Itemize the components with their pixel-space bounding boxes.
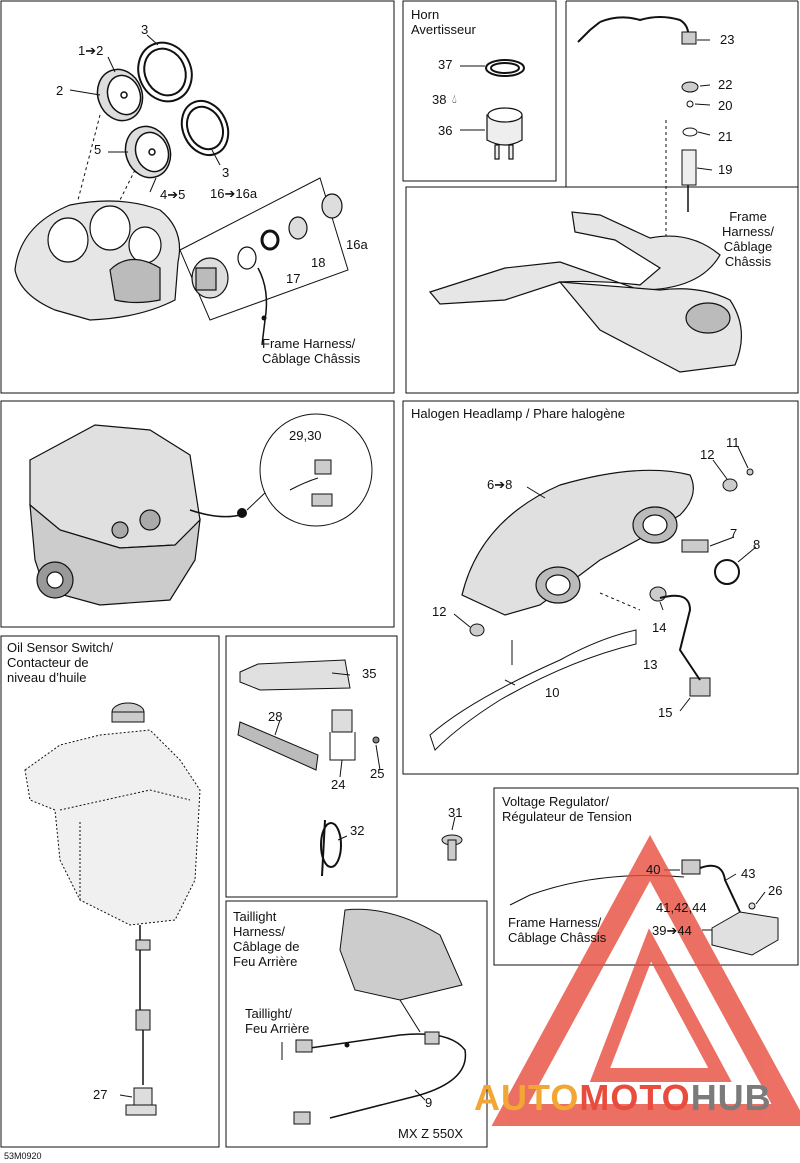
callout-39-44: 39➔44 [652,923,692,938]
horn-connector [681,31,699,186]
watermark-logo [491,835,800,1126]
callout-28: 28 [268,709,283,724]
oil-sensor [125,1087,157,1116]
watermark-text: AUTOMOTOHUB [474,1080,772,1116]
callout-7: 7 [730,526,738,541]
sealing-strip [237,721,319,771]
oil-tank [24,729,201,926]
dash-pod [14,200,181,321]
callout-17: 17 [286,271,301,286]
panel-gauges-border [0,0,395,394]
headlamp-lens-strip [429,629,637,751]
panel-oil-border [0,635,220,1148]
panel-headlamp-border [402,400,799,775]
frame-harness-label-voltage: Frame Harness/ Câblage Châssis [508,915,607,945]
callout-22: 22 [718,77,733,92]
oil-drop-icon: 💧︎ [452,92,457,106]
engine-block [29,424,201,606]
callout-18: 18 [311,255,326,270]
bracket [329,709,356,761]
callout-23: 23 [720,32,735,47]
callout-20: 20 [718,98,733,113]
callout-5: 5 [94,142,102,157]
engine-connector [289,459,333,507]
frame-harness-label-gauges: Frame Harness/ Câblage Châssis [262,336,361,366]
voltage-regulator [681,859,779,956]
hood-frame [428,211,743,373]
headlamp-housing [461,469,694,616]
callout-4-5: 4➔5 [160,187,186,202]
headlamp-title: Halogen Headlamp / Phare halogène [411,406,625,421]
light-socket [191,193,343,299]
taillight-label: Taillight/ Feu Arrière [245,1006,310,1036]
gauge-tach [96,68,144,122]
callout-13: 13 [643,657,658,672]
callout-26: 26 [768,883,783,898]
panel-misc-border [225,635,398,898]
callout-21: 21 [718,129,733,144]
model-label: MX Z 550X [398,1126,464,1141]
taillight-body [339,908,463,1001]
callout-11: 11 [726,435,740,450]
watermark-hub: HUB [690,1077,772,1118]
grease-tube [239,659,351,691]
watermark-moto: MOTO [579,1077,691,1118]
callout-1-2: 1➔2 [78,43,104,58]
callout-36: 36 [438,123,453,138]
callout-15: 15 [658,705,673,720]
gauge-speedo [124,125,172,179]
frame-harness-label-hood: Frame Harness/ Câblage Châssis [722,209,775,269]
callout-37: 37 [438,57,453,72]
callout-27: 27 [93,1087,108,1102]
callout-25: 25 [370,766,385,781]
callout-3-bottom: 3 [222,165,230,180]
horn-nut [485,59,525,77]
callout-38: 38 [432,92,447,107]
callout-9: 9 [425,1095,433,1110]
panel-hood-border [405,186,799,394]
gauge-bezel-ring-top [137,41,193,103]
callout-29-30: 29,30 [289,428,322,443]
callout-41-42-44: 41,42,44 [656,900,707,915]
callout-24: 24 [331,777,346,792]
panel-engine-border [0,400,395,628]
horn-wire-coil [577,16,690,43]
callout-43: 43 [741,866,756,881]
headlamp-parts [469,468,754,697]
panel-taillight-border [225,900,488,1148]
watermark-auto: AUTO [474,1077,580,1118]
callout-32: 32 [350,823,365,838]
gauge-bezel-ring-bottom [180,99,230,157]
footer-code: 53M0920 [4,1151,42,1161]
rivet [441,834,463,861]
callout-14: 14 [652,620,667,635]
callout-40: 40 [646,862,661,877]
voltage-title: Voltage Regulator/ Régulateur de Tension [502,794,632,824]
panel-horn-border [402,0,557,182]
horn-title: Horn Avertisseur [411,7,476,37]
callout-12-top: 12 [700,447,715,462]
horn-body [486,107,523,160]
oil-title: Oil Sensor Switch/ Contacteur de niveau … [7,640,114,685]
callout-31: 31 [448,805,463,820]
callout-8: 8 [753,537,761,552]
callout-16a: 16a [346,237,368,252]
callout-6-8: 6➔8 [487,477,513,492]
callout-3-top: 3 [141,22,149,37]
cable-tie [320,819,342,877]
callout-19: 19 [718,162,733,177]
callout-35: 35 [362,666,377,681]
callout-16-16a: 16➔16a [210,186,258,201]
oil-cap [111,702,145,723]
callout-12-bottom: 12 [432,604,447,619]
callout-2: 2 [56,83,64,98]
taillight-title: Taillight Harness/ Câblage de Feu Arrièr… [233,909,300,969]
callout-10: 10 [545,685,560,700]
